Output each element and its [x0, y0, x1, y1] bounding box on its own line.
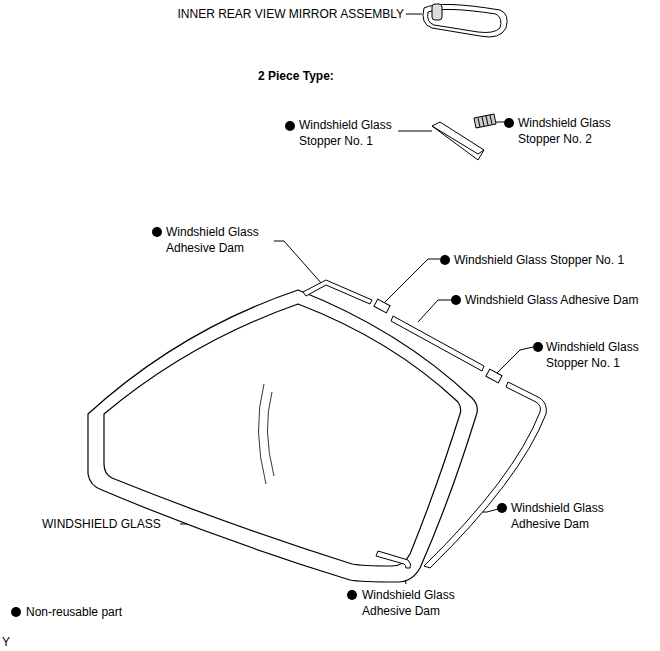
adhesive-dam-figure: [303, 280, 546, 568]
variant-heading: 2 Piece Type:: [258, 68, 334, 84]
legend-dot: [11, 607, 21, 617]
part-name: INNER REAR VIEW MIRROR ASSEMBLY: [178, 6, 404, 22]
mirror-figure: [423, 4, 507, 37]
part-name: Windshield Glass Adhesive Dam: [166, 224, 278, 256]
legend-text: Non-reusable part: [26, 604, 122, 620]
part-name: Windshield Glass Stopper No. 2: [518, 115, 630, 147]
stopper-figure: [474, 114, 496, 128]
corner-mark: Y: [2, 634, 10, 650]
part-name: Windshield Glass Adhesive Dam: [362, 587, 474, 619]
part-name: WINDSHIELD GLASS: [42, 516, 161, 532]
part-name: Windshield Glass Adhesive Dam: [511, 500, 623, 532]
part-name: Windshield Glass Stopper No. 1: [546, 339, 656, 371]
part-name: Windshield Glass Stopper No. 1: [299, 117, 411, 149]
part-name: Windshield Glass Adhesive Dam: [465, 292, 638, 308]
bullet-dots: [152, 118, 543, 600]
part-name: Windshield Glass Stopper No. 1: [454, 252, 624, 268]
